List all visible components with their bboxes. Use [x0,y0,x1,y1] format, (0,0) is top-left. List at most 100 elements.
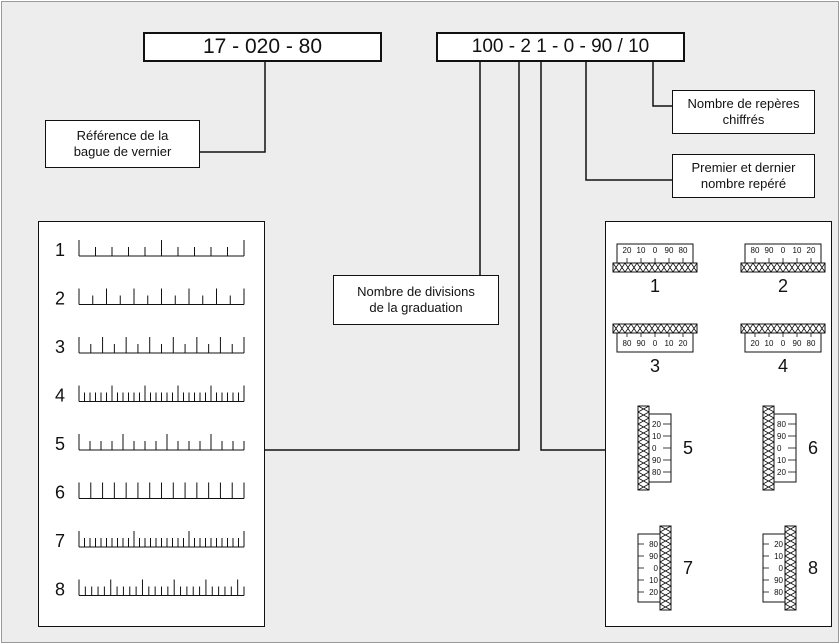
ring-label: 0 [653,246,658,255]
knurl-line [752,262,760,273]
ring-label: 80 [774,588,783,597]
knurl-line [654,323,662,334]
first-last-label-box: Premier et dernier nombre repéré [672,154,815,198]
knurl-line [637,441,650,449]
ring-label: 0 [781,339,786,348]
knurl-line [660,323,668,334]
knurl-line [659,549,672,557]
scale-type-number: 1 [55,240,65,260]
knurl-line [784,597,797,605]
knurl-line [784,567,797,575]
scale-type-ruler [78,531,245,548]
knurl-line [659,531,672,539]
ring-label: 10 [649,576,658,585]
knurl-line [784,579,797,587]
knurl-line [659,567,672,575]
knurl-line [752,323,760,334]
knurl-line [612,262,620,273]
knurl-line [624,323,632,334]
knurl-line [659,573,672,581]
knurl-line [776,262,784,273]
connector-first-last [585,59,672,181]
scale-type-number: 7 [55,531,65,551]
knurl-line [758,323,766,334]
knurl-line [762,471,775,479]
reference-label: Référence de la bague de vernier [73,128,172,159]
knurl-line [758,262,766,273]
ring-label: 80 [751,246,760,255]
reference-code: 17 - 020 - 80 [202,35,323,58]
ring-label: 90 [774,576,783,585]
ring-number: 2 [778,276,788,296]
scale-type-ruler [78,337,245,354]
ring-label: 90 [637,339,646,348]
marked-count-label-box: Nombre de repères chiffrés [672,90,815,134]
ring-number: 6 [808,438,818,458]
knurl-line [618,323,626,334]
knurl-line [784,525,797,533]
knurl-line [637,459,650,467]
ring-number: 5 [683,438,693,458]
scale-type-number: 4 [55,386,65,406]
ring-label: 90 [793,339,802,348]
knurl-line [764,323,772,334]
knurl-line [782,323,790,334]
knurl-line [818,262,826,273]
knurl-line [788,323,796,334]
knurl-line [782,262,790,273]
knurl-line [637,405,650,413]
knurl-line [666,262,674,273]
divisions-label: Nombre de divisions de la graduation [357,284,475,315]
knurl-line [659,543,672,551]
knurl-line [684,262,692,273]
knurl-line [637,453,650,461]
graduation-code: 100 - 2 1 - 0 - 90 / 10 [471,36,650,57]
knurl-line [636,323,644,334]
knurl-line [762,423,775,431]
knurl-line [690,323,698,334]
knurl-line [740,323,748,334]
connector-scale-types [264,59,520,451]
divisions-label-box: Nombre de divisions de la graduation [333,275,499,325]
ring-label: 0 [652,444,657,453]
ring-label: 10 [777,456,786,465]
scale-type-ruler [78,240,245,257]
scale-type-number: 5 [55,434,65,454]
knurl-line [818,323,826,334]
knurl-line [637,423,650,431]
knurl-line [794,323,802,334]
ring-label: 20 [623,246,632,255]
ring-label: 20 [774,540,783,549]
knurl-line [784,585,797,593]
scale-type-ruler [78,385,245,402]
scale-type-ruler [78,579,245,596]
knurl-line [659,579,672,587]
knurl-line [762,447,775,455]
knurl-line [762,435,775,443]
knurl-line [746,262,754,273]
ring-number: 3 [650,356,660,376]
knurl-line [630,323,638,334]
ring-label: 10 [637,246,646,255]
knurl-line [740,262,748,273]
knurl-line [624,262,632,273]
knurl-line [642,323,650,334]
knurl-line [654,262,662,273]
knurl-line [660,262,668,273]
knurl-line [690,262,698,273]
ring-label: 80 [623,339,632,348]
connector-divisions [436,59,481,286]
first-last-label: Premier et dernier nombre repéré [691,160,796,191]
ring-label: 20 [679,339,688,348]
ring-label: 10 [652,432,661,441]
knurl-line [666,323,674,334]
knurl-line [784,591,797,599]
